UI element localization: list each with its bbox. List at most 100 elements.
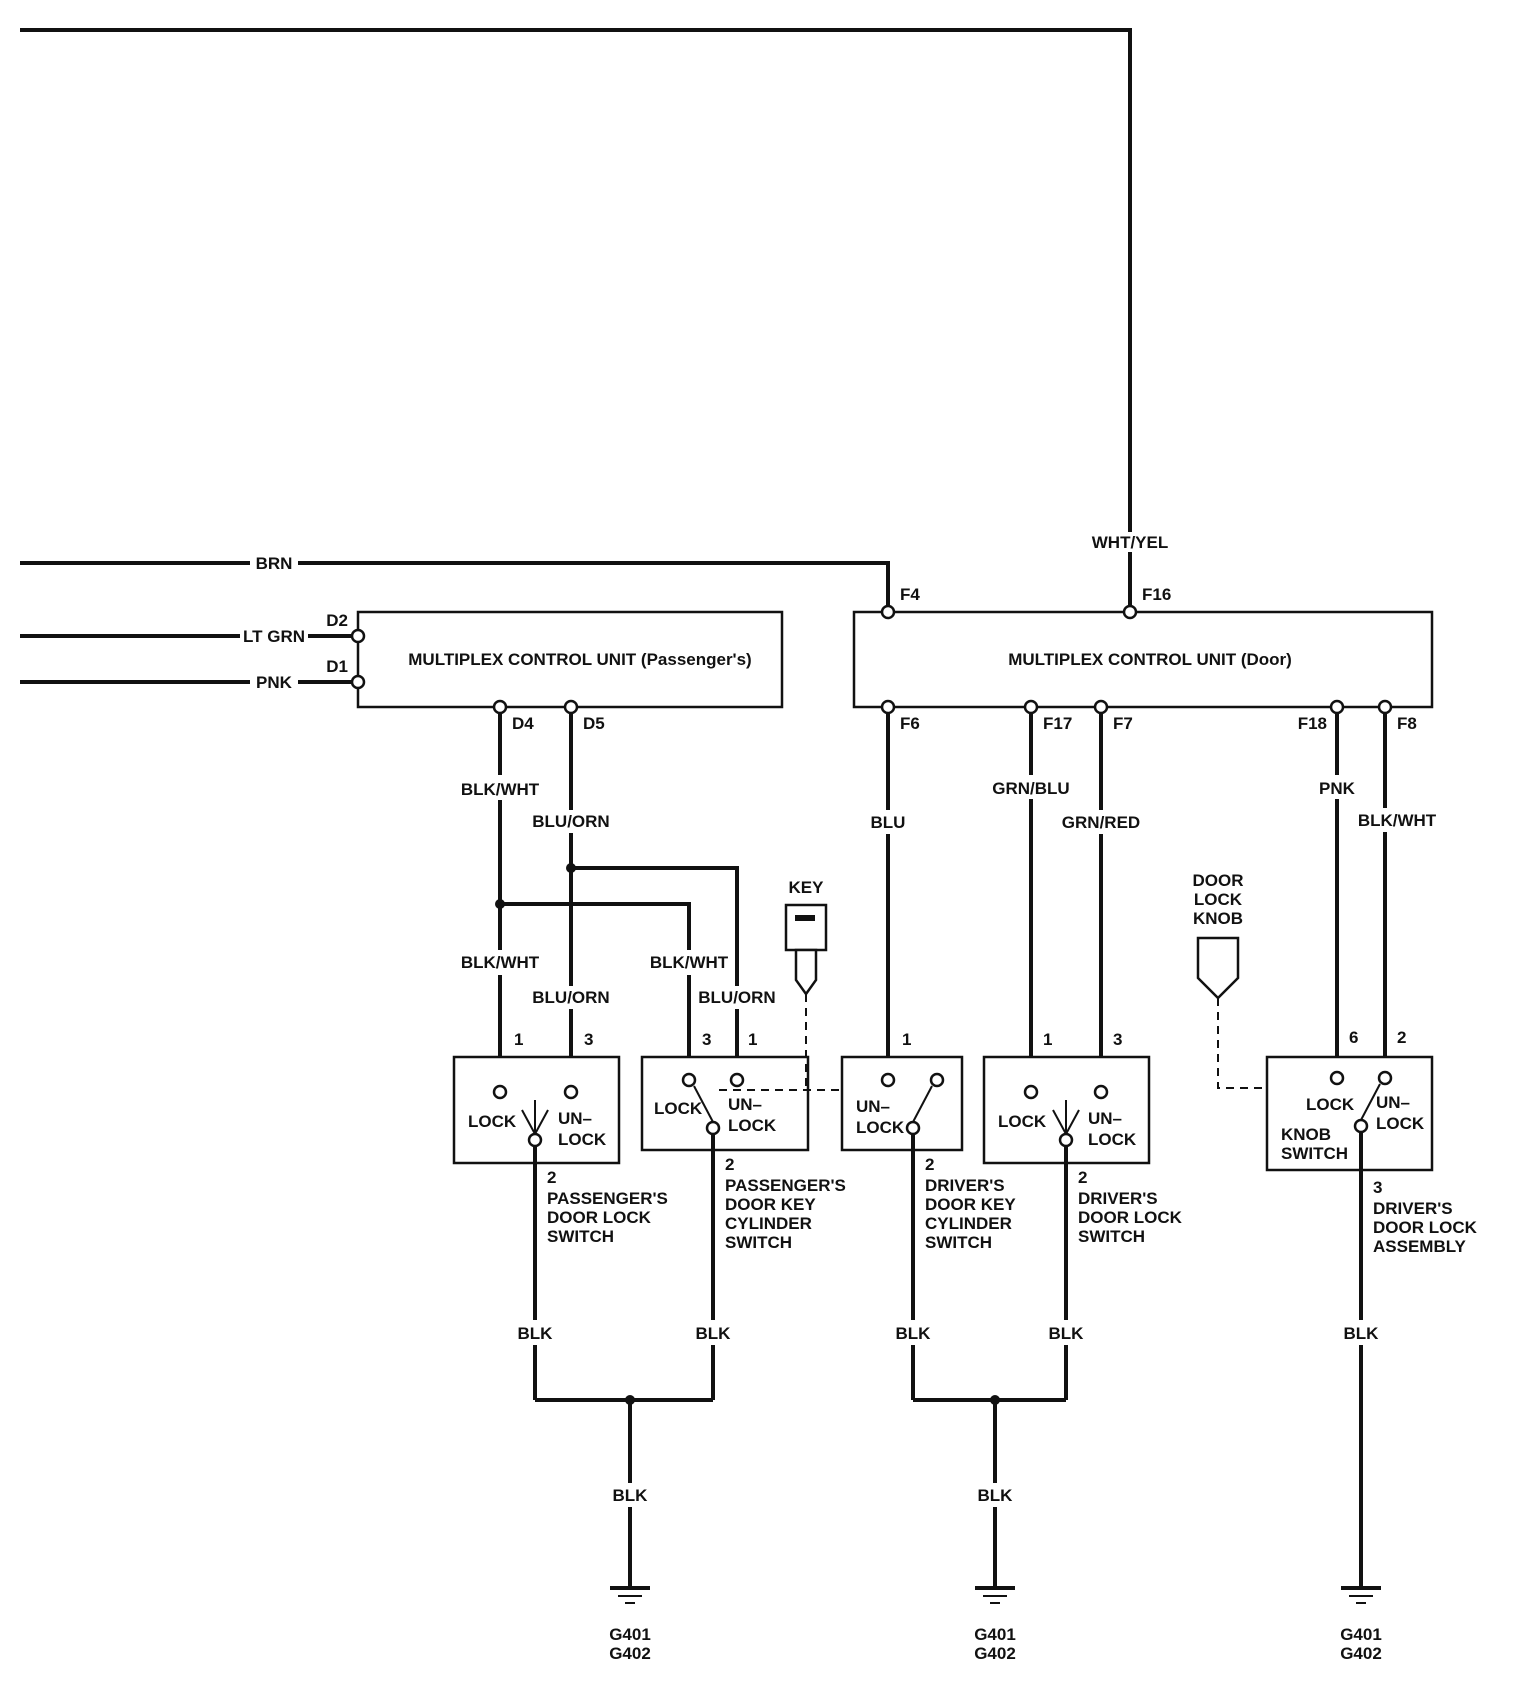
wire-wht-yel: WHT/YEL <box>20 28 1169 610</box>
switch-label-un: UN– <box>728 1095 762 1114</box>
component-label-line: PASSENGER'S <box>547 1189 668 1208</box>
component-label-line: CYLINDER <box>925 1214 1012 1233</box>
door-mcu-label: MULTIPLEX CONTROL UNIT (Door) <box>1008 650 1292 669</box>
pin-label-d2: D2 <box>326 611 348 630</box>
component-label-line: DOOR KEY <box>925 1195 1016 1214</box>
switch-label-un: UN– <box>1088 1109 1122 1128</box>
wire-label-pass-switch-blu-orn: BLU/ORN <box>532 988 609 1007</box>
ground-label-g401: G401 <box>974 1625 1016 1644</box>
key-label: KEY <box>789 878 825 897</box>
pin-f18 <box>1329 699 1345 715</box>
component-label-line: SWITCH <box>925 1233 992 1252</box>
component-label-line: DOOR LOCK <box>1078 1208 1183 1227</box>
wire-label-d5-blu-orn: BLU/ORN <box>532 812 609 831</box>
pin-f6 <box>880 699 896 715</box>
wire-label-cyl-blu-orn: BLU/ORN <box>698 988 775 1007</box>
ground-label-g402: G402 <box>609 1644 651 1663</box>
passenger-side-wiring: BLK/WHT BLU/ORN BLK/WHT BLU/ORN BLK/WHT … <box>461 713 776 1090</box>
terminal-3: 3 <box>1373 1178 1382 1197</box>
ground-label-g401: G401 <box>1340 1625 1382 1644</box>
terminal-2: 2 <box>547 1168 556 1187</box>
wire-label-blk: BLK <box>1049 1324 1085 1343</box>
terminal-3: 3 <box>702 1030 711 1049</box>
component-label-line: DOOR LOCK <box>1373 1218 1478 1237</box>
wire-label-blk: BLK <box>978 1486 1014 1505</box>
switch-label-unlock: LOCK <box>1376 1114 1425 1133</box>
pin-label-f6: F6 <box>900 714 920 733</box>
wire-label-wht-yel: WHT/YEL <box>1092 533 1169 552</box>
driver-door-lock-assembly: 6 2 LOCK UN– LOCK KNOB SWITCH 3 DRIVER'S… <box>1265 1028 1478 1256</box>
switch-label-un: UN– <box>1376 1093 1410 1112</box>
component-label-line: DOOR KEY <box>725 1195 816 1214</box>
pin-label-f8: F8 <box>1397 714 1417 733</box>
component-label-line: DRIVER'S <box>1078 1189 1158 1208</box>
wire-label-blu: BLU <box>871 813 906 832</box>
wire-label-pass-switch-blk-wht: BLK/WHT <box>461 953 540 972</box>
junction-blu-orn <box>566 863 576 873</box>
terminal-1: 1 <box>748 1030 757 1049</box>
switch-label-un: UN– <box>558 1109 592 1128</box>
pin-label-f16: F16 <box>1142 585 1171 604</box>
terminal-2: 2 <box>1078 1168 1087 1187</box>
terminal-2: 2 <box>925 1155 934 1174</box>
terminal-1: 1 <box>902 1030 911 1049</box>
switch-label-lock: LOCK <box>1306 1095 1355 1114</box>
wire-pnk: PNK <box>20 673 352 692</box>
wire-label-cyl-blk-wht: BLK/WHT <box>650 953 729 972</box>
wire-label-lt-grn: LT GRN <box>243 627 305 646</box>
terminal-3: 3 <box>1113 1030 1122 1049</box>
wires-knob-switch: PNK BLK/WHT <box>1319 713 1437 1072</box>
terminal-2: 2 <box>725 1155 734 1174</box>
switch-label-lock: LOCK <box>654 1099 703 1118</box>
switch-label-lock: LOCK <box>998 1112 1047 1131</box>
component-label-line: DRIVER'S <box>1373 1199 1453 1218</box>
component-label-line: DOOR LOCK <box>547 1208 652 1227</box>
knob-label-line: DOOR <box>1193 871 1244 890</box>
terminal-6: 6 <box>1349 1028 1358 1047</box>
component-label-line: DRIVER'S <box>925 1176 1005 1195</box>
knob-switch-label-line: KNOB <box>1281 1125 1331 1144</box>
switch-label-unlock: LOCK <box>856 1118 905 1137</box>
wire-label-knob-pnk: PNK <box>1319 779 1356 798</box>
wire-label-blk: BLK <box>696 1324 732 1343</box>
pin-d1 <box>350 674 366 690</box>
passenger-mcu-label: MULTIPLEX CONTROL UNIT (Passenger's) <box>408 650 751 669</box>
wire-lt-grn: LT GRN <box>20 627 352 646</box>
terminal-3: 3 <box>584 1030 593 1049</box>
pin-label-d1: D1 <box>326 657 348 676</box>
component-label-line: SWITCH <box>1078 1227 1145 1246</box>
ground-symbol <box>1341 1586 1381 1604</box>
knob-label-line: KNOB <box>1193 909 1243 928</box>
pin-f7 <box>1093 699 1109 715</box>
terminal-2: 2 <box>1397 1028 1406 1047</box>
wire-label-knob-blk-wht: BLK/WHT <box>1358 811 1437 830</box>
pin-f17 <box>1023 699 1039 715</box>
pin-f4 <box>880 604 896 620</box>
wire-brn: BRN <box>20 554 890 610</box>
component-label-line: PASSENGER'S <box>725 1176 846 1195</box>
pin-d4 <box>492 699 508 715</box>
driver-door-lock-switch: 1 3 LOCK UN– LOCK 2 DRIVER'S DOOR LOCK S… <box>982 1030 1183 1246</box>
pin-f8 <box>1377 699 1393 715</box>
switch-label-un: UN– <box>856 1097 890 1116</box>
wire-label-brn: BRN <box>256 554 293 573</box>
pin-d2 <box>350 628 366 644</box>
knob-label-line: LOCK <box>1194 890 1243 909</box>
passenger-door-key-cylinder-switch: 3 1 LOCK UN– LOCK 2 PASSENGER'S DOOR KEY… <box>640 1030 846 1252</box>
junction-blk-wht <box>495 899 505 909</box>
terminal-1: 1 <box>1043 1030 1052 1049</box>
terminal-1: 1 <box>514 1030 523 1049</box>
driver-door-key-cylinder-switch: 1 UN– LOCK 2 DRIVER'S DOOR KEY CYLINDER … <box>840 1030 1016 1252</box>
component-label-line: ASSEMBLY <box>1373 1237 1467 1256</box>
passenger-multiplex-control-unit: MULTIPLEX CONTROL UNIT (Passenger's) D2 … <box>326 610 784 733</box>
ground-label-g402: G402 <box>1340 1644 1382 1663</box>
door-lock-knob-symbol: DOOR LOCK KNOB <box>1193 871 1356 1089</box>
ground-circuit-driver: BLK BLK BLK G401 G402 <box>896 1134 1085 1663</box>
switch-label-unlock: LOCK <box>1088 1130 1137 1149</box>
knob-switch-label-line: SWITCH <box>1281 1144 1348 1163</box>
wire-label-pnk: PNK <box>256 673 293 692</box>
component-label-line: CYLINDER <box>725 1214 812 1233</box>
wire-label-blk: BLK <box>1344 1324 1380 1343</box>
ground-symbol <box>610 1586 650 1604</box>
